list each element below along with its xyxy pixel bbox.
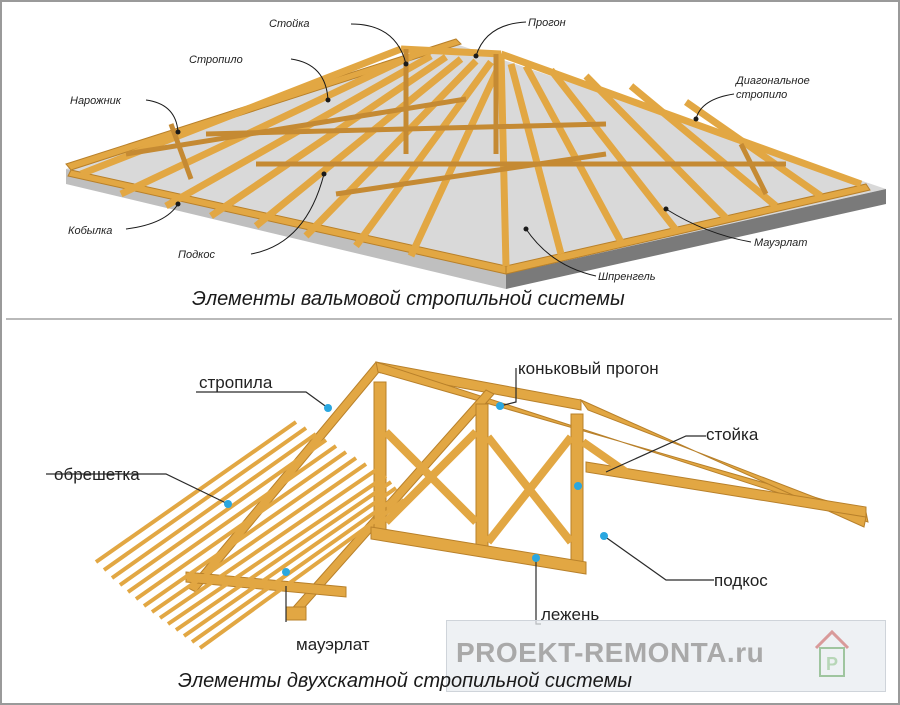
hip-roof-diagram: Стойка Прогон Стропило Нарожник Диагонал… <box>65 17 886 289</box>
roof-base-edge-right <box>506 189 886 289</box>
mauerlat-front-right <box>505 183 871 275</box>
label-diagonal-rafter-line2: стропило <box>736 89 787 101</box>
label-mauerlat-hip: Мауэрлат <box>754 237 807 249</box>
watermark-house-logo: P <box>814 629 850 677</box>
label-stropilo: Стропило <box>189 54 243 66</box>
label-stropila: стропила <box>199 373 273 392</box>
label-konkovy-progon: коньковый прогон <box>518 359 659 378</box>
label-stoyka-hip: Стойка <box>269 18 310 30</box>
hip-leader-lines <box>125 21 752 277</box>
watermark-box <box>446 620 886 692</box>
braces <box>383 429 629 545</box>
label-kobylka: Кобылка <box>68 225 112 237</box>
hip-roof-panel: Стойка Прогон Стропило Нарожник Диагонал… <box>6 4 892 320</box>
gable-roof-diagram: стропила коньковый прогон обрешетка стой… <box>46 359 869 654</box>
label-podkos-hip: Подкос <box>178 249 215 261</box>
label-naroznik: Нарожник <box>70 95 122 107</box>
label-progon: Прогон <box>528 17 566 29</box>
label-podkos-gable: подкос <box>714 571 768 590</box>
label-obreshetka: обрешетка <box>54 465 140 484</box>
label-shprengel: Шпренгель <box>598 271 656 283</box>
rafters <box>79 45 863 267</box>
watermark-logo-letter: P <box>826 654 838 674</box>
hip-leader-dots <box>175 53 699 232</box>
label-lezhen: лежень <box>541 605 599 624</box>
watermark-text: PROEKT-REMONTA.ru <box>456 637 765 668</box>
hip-roof-caption: Элементы вальмовой стропильной системы <box>192 288 625 310</box>
gable-marker-dots <box>224 402 608 576</box>
lathing-slats <box>94 420 406 650</box>
label-diagonal-rafter-line1: Диагональное <box>734 75 810 87</box>
label-mauerlat-gable: мауэрлат <box>296 635 370 654</box>
label-stoyka-gable: стойка <box>706 425 759 444</box>
gable-roof-caption: Элементы двухскатной стропильной системы <box>178 670 632 692</box>
